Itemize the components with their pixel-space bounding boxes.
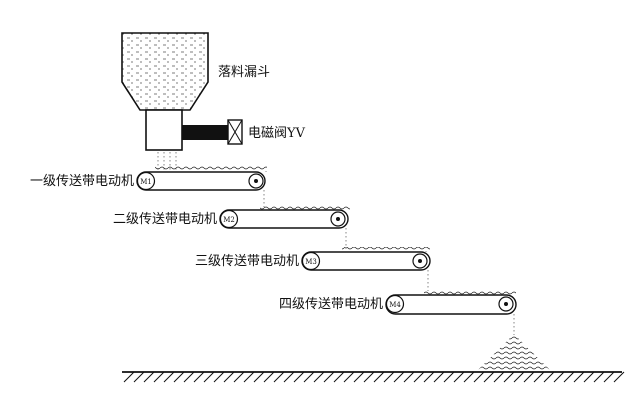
motor-1-label: M1 bbox=[140, 178, 152, 186]
material-layer-2 bbox=[260, 205, 350, 210]
conveyor-1-label: 一级传送带电动机 bbox=[30, 174, 134, 189]
belt-1 bbox=[136, 171, 266, 191]
valve-label: 电磁阀YV bbox=[248, 126, 306, 141]
hopper-label: 落料漏斗 bbox=[218, 64, 270, 80]
material-layer-4 bbox=[424, 290, 516, 295]
solenoid-valve bbox=[182, 119, 243, 145]
conveyor-4-label: 四级传送带电动机 bbox=[279, 297, 383, 312]
conveyor-1: M1 bbox=[136, 166, 267, 207]
motor-2-label: M2 bbox=[223, 216, 235, 224]
conveyor-3: M3 bbox=[301, 247, 431, 291]
valve-plunger bbox=[182, 125, 228, 140]
conveyor-2: M2 bbox=[219, 205, 350, 249]
hopper bbox=[121, 32, 209, 170]
motor-3-label: M3 bbox=[305, 258, 317, 266]
motor-4-icon bbox=[385, 294, 405, 314]
ground bbox=[122, 371, 625, 383]
belt-2 bbox=[219, 209, 349, 229]
motor-1-icon bbox=[136, 171, 156, 191]
material-layer-3 bbox=[342, 247, 430, 252]
motor-3-icon bbox=[301, 251, 321, 271]
conveyor-2-label: 二级传送带电动机 bbox=[113, 212, 217, 227]
material-pile bbox=[476, 334, 552, 372]
hopper-outlet bbox=[145, 109, 183, 151]
conveyor-3-label: 三级传送带电动机 bbox=[195, 254, 299, 269]
conveyor-4: M4 bbox=[385, 290, 517, 335]
material-layer-1 bbox=[155, 166, 267, 172]
belt-3 bbox=[301, 251, 431, 271]
motor-4-label: M4 bbox=[389, 301, 401, 309]
motor-2-icon bbox=[219, 209, 239, 229]
belt-4 bbox=[385, 294, 517, 315]
